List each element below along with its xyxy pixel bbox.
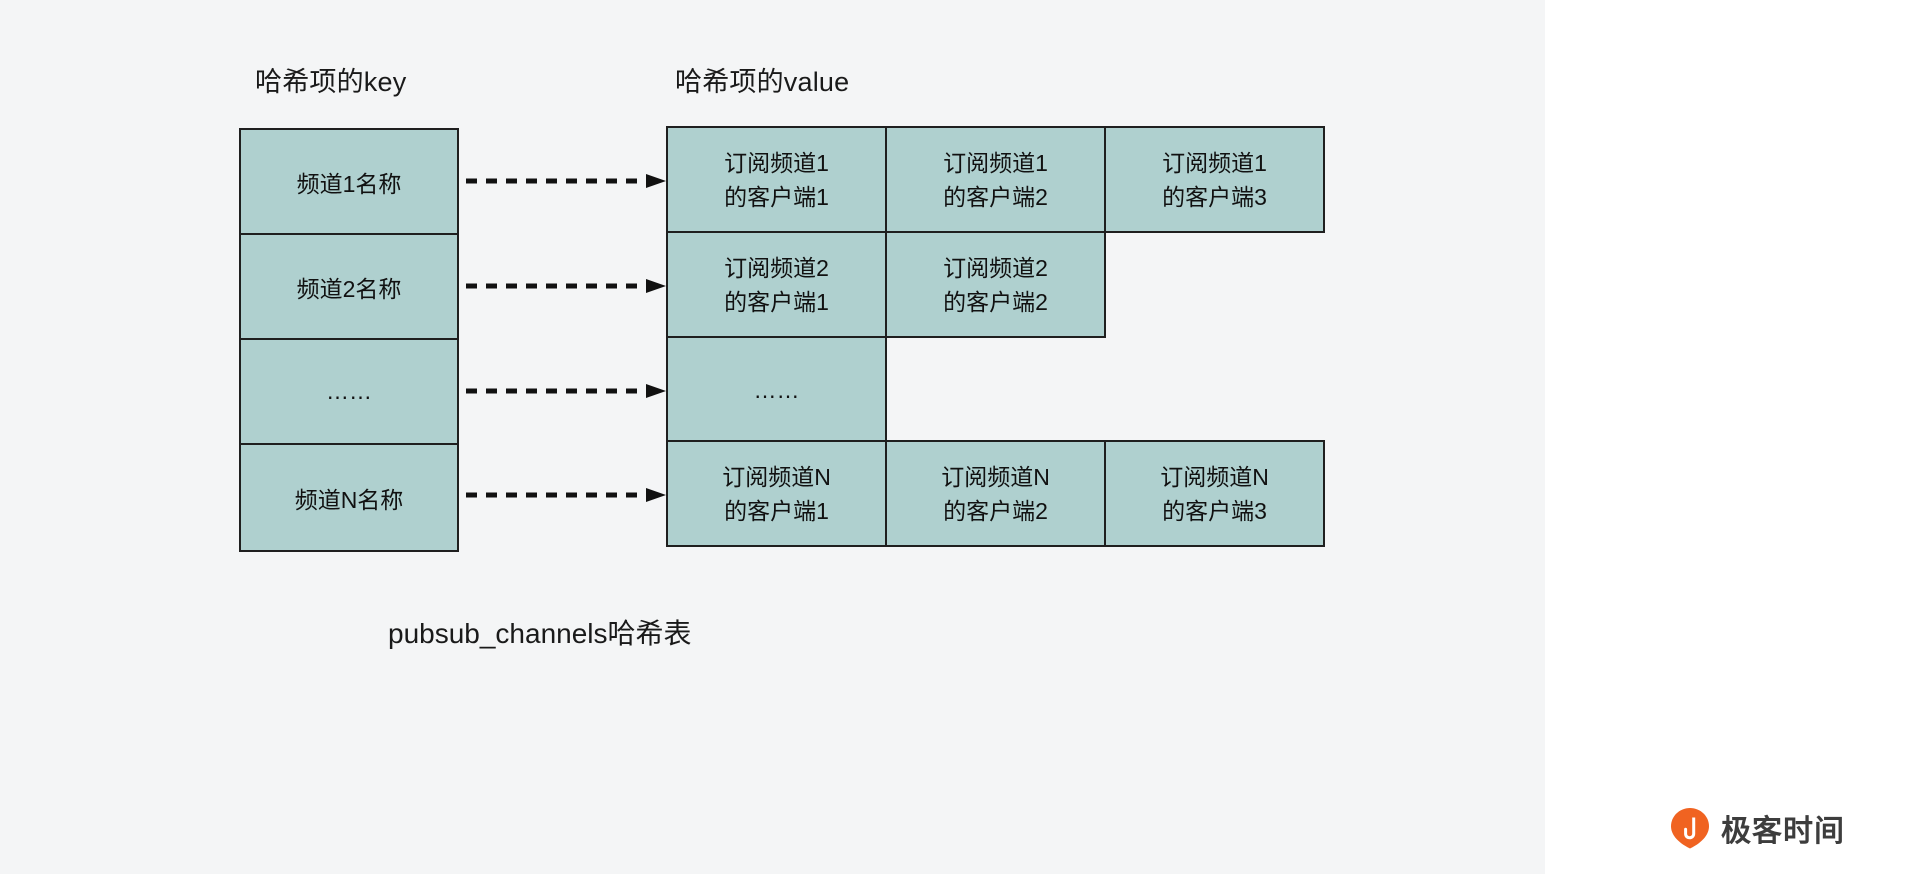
key-cell-label: …… [326,378,372,404]
watermark: 极客时间 [1668,806,1845,850]
value-row-channel-n: 订阅频道N 的客户端1 订阅频道N 的客户端2 订阅频道N 的客户端3 [666,440,1328,547]
value-cell-line2: 的客户端3 [1162,497,1267,524]
value-cell-line1: 订阅频道N [722,463,831,490]
diagram-caption: pubsub_channels哈希表 [388,618,692,649]
value-cell: …… [666,336,887,443]
key-cell-channel-n: 频道N名称 [241,445,457,550]
value-cell-empty [885,336,1106,443]
value-cell: 订阅频道1 的客户端1 [666,126,887,233]
key-cell-label: 频道2名称 [296,275,402,302]
arrow-channel-n-icon [466,488,666,502]
value-cell-line2: 的客户端2 [943,288,1048,315]
key-cell-ellipsis: …… [241,340,457,445]
value-cell-line1: 订阅频道N [1160,463,1269,490]
header-hash-key: 哈希项的key [255,67,407,97]
value-cell-line1: 订阅频道1 [724,149,829,176]
value-cell: 订阅频道2 的客户端2 [885,231,1106,338]
arrow-channel-2-icon [466,279,666,293]
value-cell-line1: 订阅频道N [941,463,1050,490]
value-row-ellipsis: …… [666,336,1328,443]
value-cell-line1: 订阅频道1 [943,149,1048,176]
key-cell-channel-1: 频道1名称 [241,130,457,235]
value-cell-line1: 订阅频道2 [943,254,1048,281]
key-cell-channel-2: 频道2名称 [241,235,457,340]
value-cell-line2: 的客户端2 [943,497,1048,524]
geekbang-logo-icon [1671,808,1709,849]
value-cell-empty [1104,336,1325,443]
value-cell-empty [1104,231,1325,338]
value-cell-line2: 的客户端1 [724,288,829,315]
value-cell-line1: 订阅频道1 [1162,149,1267,176]
watermark-text: 极客时间 [1721,815,1845,848]
value-cell-line2: 的客户端1 [724,497,829,524]
value-cell-line2: 的客户端3 [1162,183,1267,210]
header-hash-value: 哈希项的value [675,67,850,97]
arrow-channel-ellipsis-icon [466,384,666,398]
value-cell: 订阅频道1 的客户端3 [1104,126,1325,233]
diagram-artboard: 哈希项的key 哈希项的value 频道1名称 频道2名称 …… 频道N名称 [0,0,1545,874]
value-cell: 订阅频道N 的客户端2 [885,440,1106,547]
key-cell-label: 频道1名称 [296,170,402,197]
value-cell: 订阅频道N 的客户端1 [666,440,887,547]
value-row-channel-2: 订阅频道2 的客户端1 订阅频道2 的客户端2 [666,231,1328,338]
value-cell-line1: …… [753,376,800,403]
value-cell: 订阅频道2 的客户端1 [666,231,887,338]
value-cell: 订阅频道1 的客户端2 [885,126,1106,233]
value-cell-line2: 的客户端2 [943,183,1048,210]
key-cell-label: 频道N名称 [294,486,404,513]
value-grid: 订阅频道1 的客户端1 订阅频道1 的客户端2 订阅频道1 的客户端3 订阅频道… [666,126,1328,547]
value-cell: 订阅频道N 的客户端3 [1104,440,1325,547]
arrow-channel-1-icon [466,174,666,188]
value-cell-line2: 的客户端1 [724,183,829,210]
value-cell-line1: 订阅频道2 [724,254,829,281]
key-column-table: 频道1名称 频道2名称 …… 频道N名称 [239,128,459,552]
value-row-channel-1: 订阅频道1 的客户端1 订阅频道1 的客户端2 订阅频道1 的客户端3 [666,126,1328,233]
